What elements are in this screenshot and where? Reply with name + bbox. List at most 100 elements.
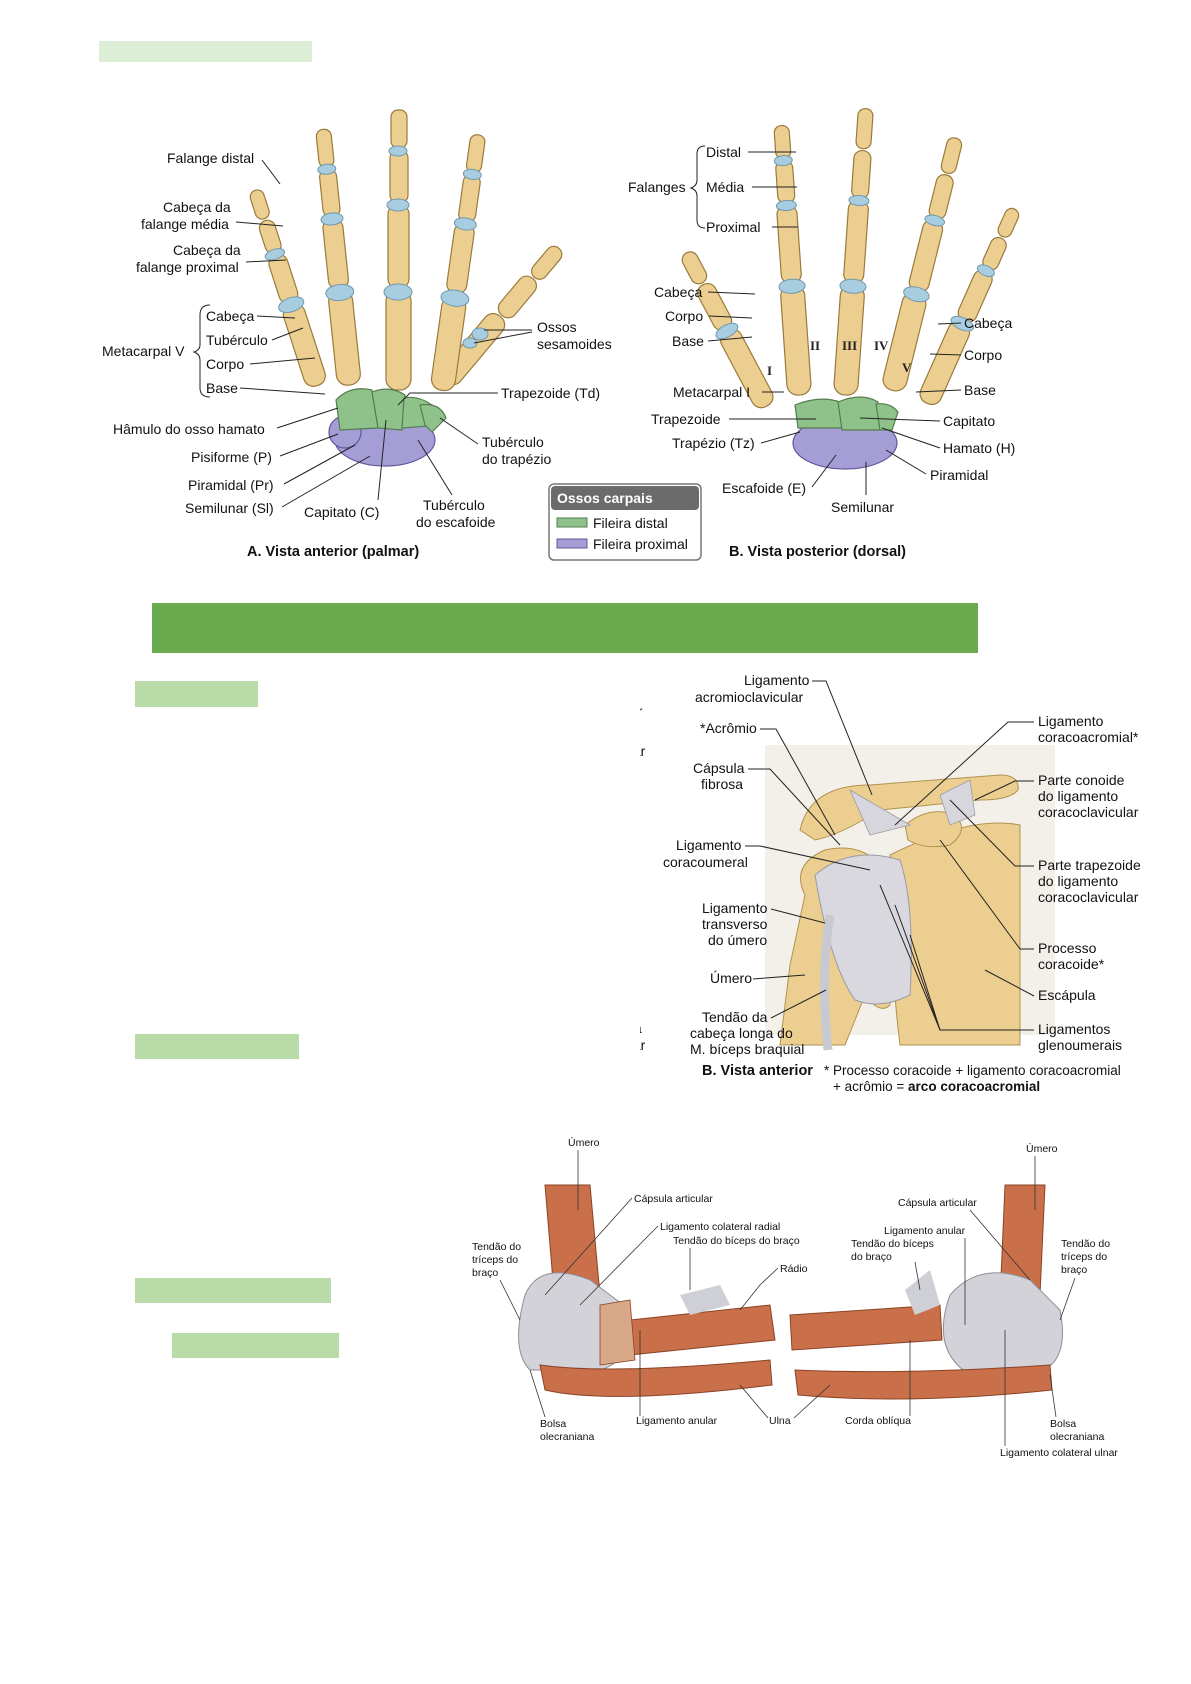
label-hamulo: Hâmulo do osso hamato <box>113 421 265 437</box>
shoulder-ligaments-figure: ar ular sula ular Ligamento acromioclavi… <box>640 672 1141 1094</box>
elbow-left-triceps-1: Tendão do <box>472 1241 521 1253</box>
label-capsula-1: Cápsula <box>693 760 745 776</box>
label-trapezoide-td: Trapezoide (Td) <box>501 385 600 401</box>
elbow-left-lig-colateral-radial: Ligamento colateral radial <box>660 1221 780 1233</box>
label-ossos-sesamoides-2: sesamoides <box>537 336 612 352</box>
top-highlight-bar <box>99 41 312 62</box>
label-glenoumerais-1: Ligamentos <box>1038 1021 1110 1037</box>
elbow-left-lig-anular: Ligamento anular <box>636 1415 718 1427</box>
label-processo-1: Processo <box>1038 940 1097 956</box>
shoulder-cut-label-4: ular <box>640 1037 646 1053</box>
label-ossos-sesamoides-1: Ossos <box>537 319 577 335</box>
label-cabeca-falange-proximal-1: Cabeça da <box>173 242 241 258</box>
elbow-right-capsula: Cápsula articular <box>898 1197 977 1209</box>
label-trapezio: Trapézio (Tz) <box>672 435 755 451</box>
legend-swatch-proximal <box>556 538 588 549</box>
anterior-hand-illustration <box>249 109 563 467</box>
elbow-right-labels: Úmero Cápsula articular Ligamento anular… <box>845 1142 1118 1459</box>
heading-highlight-3 <box>135 1278 331 1303</box>
roman-numeral-2: II <box>810 338 820 353</box>
elbow-left-bolsa-1: Bolsa <box>540 1418 566 1430</box>
caption-posterior: B. Vista posterior (dorsal) <box>729 544 906 560</box>
elbow-right-triceps-2: tríceps do <box>1061 1251 1107 1263</box>
label-lig-transverso-1: Ligamento <box>702 900 768 916</box>
label-glenoumerais-2: glenoumerais <box>1038 1037 1122 1053</box>
shoulder-note-1: * Processo coracoide + ligamento coracoa… <box>824 1063 1121 1078</box>
label-conoide-2: do ligamento <box>1038 788 1118 804</box>
label-acromio: *Acrômio <box>700 720 757 736</box>
label-capitato: Capitato (C) <box>304 504 379 520</box>
label-cabeca-falange-proximal-2: falange proximal <box>136 259 239 275</box>
label-corpo-right: Corpo <box>964 347 1002 363</box>
elbow-left-triceps-3: braço <box>472 1267 498 1279</box>
shoulder-note-2: + acrômio = arco coracoacromial <box>833 1079 1040 1094</box>
label-semilunar-post: Semilunar <box>831 499 894 515</box>
label-lig-coracoumeral-1: Ligamento <box>676 837 742 853</box>
elbow-right-tendao-biceps-1: Tendão do bíceps <box>851 1238 934 1250</box>
label-pisiforme: Pisiforme (P) <box>191 449 272 465</box>
elbow-left-illustration <box>518 1184 776 1397</box>
hand-bones-figure: Falange distal Cabeça da falange média C… <box>102 108 1020 561</box>
label-lig-transverso-2: transverso <box>702 916 768 932</box>
heading-highlight-1 <box>135 681 258 707</box>
label-proximal: Proximal <box>706 219 760 235</box>
label-corpo-left: Corpo <box>665 308 703 324</box>
label-base-left: Base <box>672 333 704 349</box>
label-media: Média <box>706 179 744 195</box>
posterior-hand-illustration <box>681 108 1020 470</box>
label-trapezoide-post: Trapezoide <box>651 411 721 427</box>
elbow-left-tendao-biceps: Tendão do bíceps do braço <box>673 1235 800 1247</box>
label-processo-2: coracoide* <box>1038 956 1105 972</box>
label-tuberculo-escafoide-1: Tubérculo <box>423 497 485 513</box>
label-piramidal-post: Piramidal <box>930 467 988 483</box>
label-umero-shoulder: Úmero <box>710 970 752 986</box>
label-escapula: Escápula <box>1038 987 1096 1003</box>
label-corpo: Corpo <box>206 356 244 372</box>
label-tuberculo-trapezio-1: Tubérculo <box>482 434 544 450</box>
label-base-right: Base <box>964 382 996 398</box>
heading-highlight-2 <box>135 1034 299 1059</box>
elbow-right-corda: Corda oblíqua <box>845 1415 911 1427</box>
legend-label-distal: Fileira distal <box>593 515 668 531</box>
label-tendao-3: M. bíceps braquial <box>690 1041 804 1057</box>
label-conoide-3: coracoclavicular <box>1038 804 1139 820</box>
label-base: Base <box>206 380 238 396</box>
label-tuberculo: Tubérculo <box>206 332 268 348</box>
label-cabeca: Cabeça <box>206 308 254 324</box>
anterior-labels: Falange distal Cabeça da falange média C… <box>102 150 612 560</box>
roman-numeral-4: IV <box>874 338 889 353</box>
elbow-right-triceps-1: Tendão do <box>1061 1238 1110 1250</box>
label-lig-transverso-3: do úmero <box>708 932 767 948</box>
elbow-left-bolsa-2: olecraniana <box>540 1431 594 1443</box>
label-cabeca-falange-media-2: falange média <box>141 216 229 232</box>
caption-shoulder: B. Vista anterior <box>702 1063 813 1079</box>
label-lig-coracoacromial-2: coracoacromial* <box>1038 729 1139 745</box>
label-tuberculo-trapezio-2: do trapézio <box>482 451 551 467</box>
roman-numeral-5: V <box>902 360 912 375</box>
label-conoide-1: Parte conoide <box>1038 772 1125 788</box>
label-metacarpal-i: Metacarpal I <box>673 384 750 400</box>
elbow-ligaments-figure: Úmero Cápsula articular Ligamento colate… <box>472 1136 1118 1459</box>
label-tendao-1: Tendão da <box>702 1009 768 1025</box>
legend-swatch-distal <box>556 517 588 528</box>
elbow-right-bolsa-1: Bolsa <box>1050 1418 1076 1430</box>
label-lig-coracoacromial-1: Ligamento <box>1038 713 1104 729</box>
elbow-right-bolsa-2: olecraniana <box>1050 1431 1104 1443</box>
elbow-left-radio: Rádio <box>780 1263 808 1275</box>
roman-numeral-3: III <box>842 338 857 353</box>
label-capitato-post: Capitato <box>943 413 995 429</box>
label-tendao-2: cabeça longa do <box>690 1025 793 1041</box>
label-cabeca-left: Cabeça <box>654 284 702 300</box>
shoulder-cut-label-2: ular <box>640 743 646 759</box>
elbow-left-triceps-2: tríceps do <box>472 1254 518 1266</box>
shoulder-cut-label-3: sula <box>640 1020 642 1036</box>
label-escafoide: Escafoide (E) <box>722 480 806 496</box>
label-falanges: Falanges <box>628 179 686 195</box>
section-banner <box>152 603 978 653</box>
elbow-right-lig-anular: Ligamento anular <box>884 1225 966 1237</box>
posterior-labels: Falanges Distal Média Proximal Cabeça Co… <box>628 144 1015 560</box>
shoulder-cut-label-1: ar <box>640 703 643 719</box>
label-hamato: Hamato (H) <box>943 440 1015 456</box>
roman-numeral-1: I <box>767 363 772 378</box>
label-semilunar: Semilunar (Sl) <box>185 500 274 516</box>
